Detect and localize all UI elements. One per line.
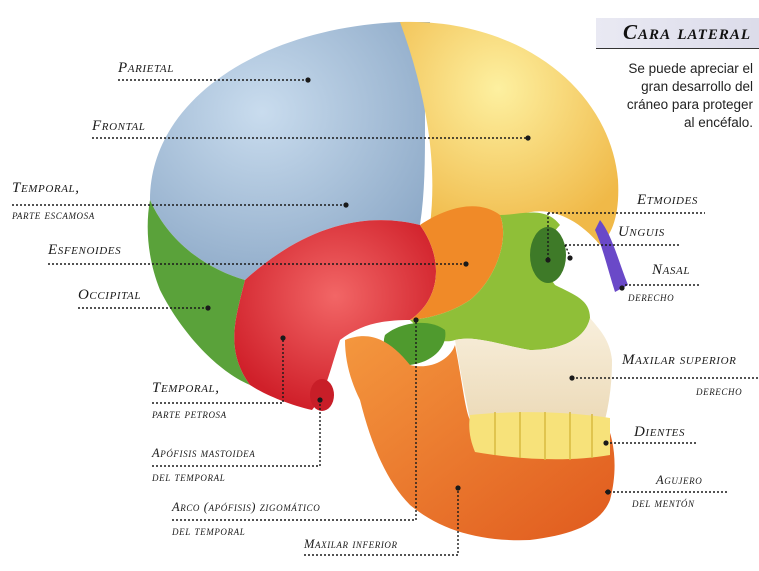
label-esfenoides: Esfenoides [48, 242, 121, 259]
label-parietal: Parietal [118, 60, 174, 77]
label-dientes: Dientes [634, 424, 685, 441]
label-zigomatico: Arco (apófisis) zigomático [172, 500, 320, 515]
label-maxilar-inferior: Maxilar inferior [304, 537, 398, 552]
label-agujero: Agujero [656, 473, 702, 488]
label-nasal: Nasal [652, 262, 690, 279]
label-temporal-escamosa-sub: parte escamosa [12, 208, 95, 223]
label-etmoides: Etmoides [637, 192, 698, 209]
label-temporal-petrosa: Temporal, [152, 380, 220, 397]
label-unguis: Unguis [618, 224, 665, 241]
label-maxilar-superior-sub: derecho [696, 384, 742, 399]
label-zigomatico-sub: del temporal [172, 524, 245, 539]
label-mastoidea: Apófisis mastoidea [152, 446, 255, 461]
label-temporal-petrosa-sub: parte petrosa [152, 407, 227, 422]
label-occipital: Occipital [78, 287, 141, 304]
label-nasal-sub: derecho [628, 290, 674, 305]
label-frontal: Frontal [92, 118, 146, 135]
label-agujero-sub: del mentón [632, 496, 695, 511]
label-temporal-escamosa: Temporal, [12, 180, 80, 197]
label-maxilar-superior: Maxilar superior [622, 352, 736, 369]
label-mastoidea-sub: del temporal [152, 470, 225, 485]
